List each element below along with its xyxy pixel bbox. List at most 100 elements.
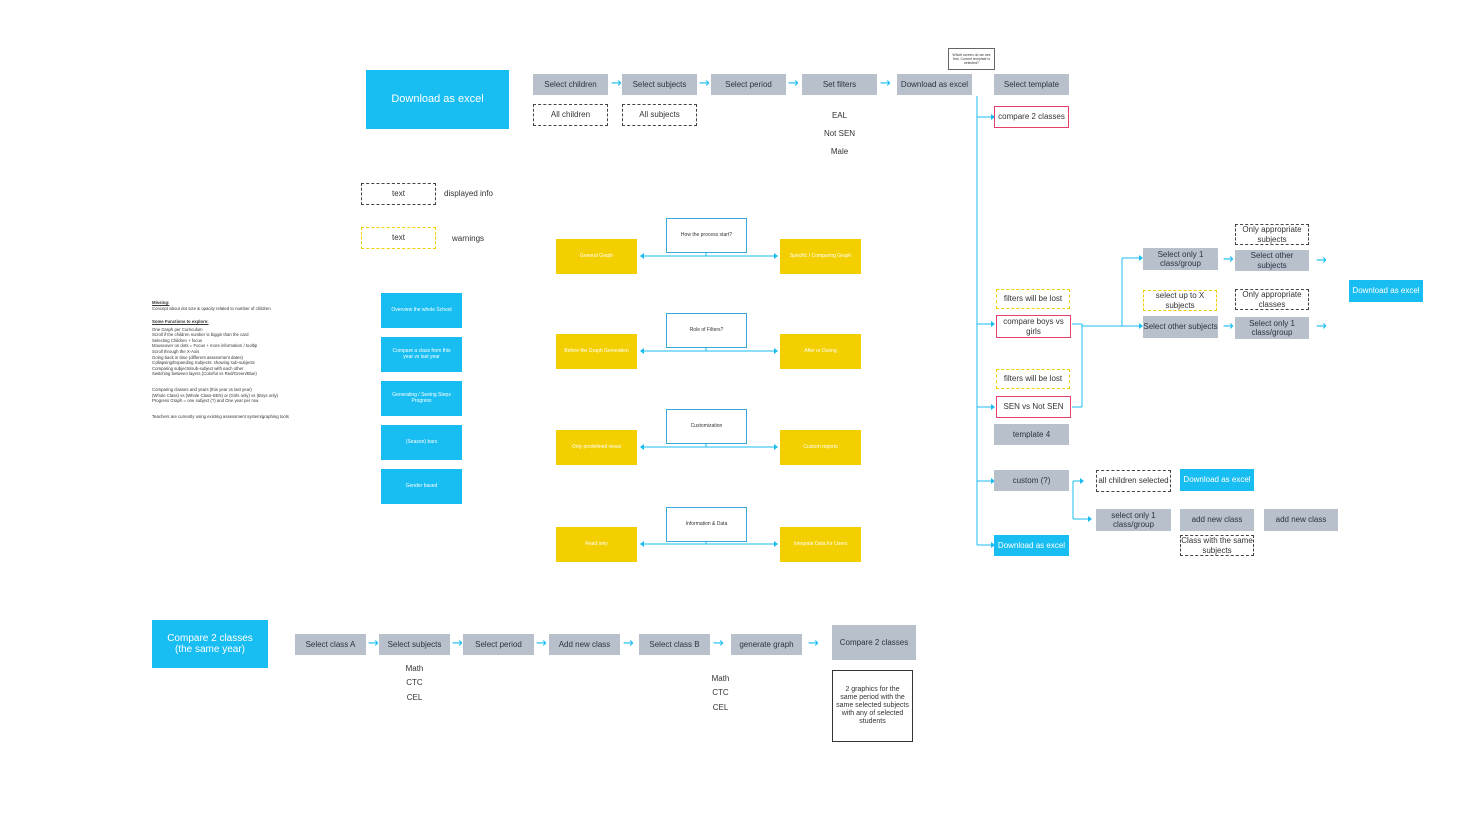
step-set-filters[interactable]: Set filters	[802, 74, 877, 95]
notes-line: Scroll if the children number is biggin …	[152, 332, 249, 338]
select-up-to-x-subjects: select up to X subjects	[1143, 290, 1217, 311]
arrow-right-icon: →	[1316, 253, 1327, 268]
option-compare-2-classes[interactable]: compare 2 classes	[994, 106, 1069, 128]
spectrum-left: Before the Graph Generation	[556, 334, 637, 369]
notes-line: Scroll through the X-Axis	[152, 349, 200, 355]
spectrum-question: How the process start?	[666, 218, 747, 253]
option-boys-vs-girls[interactable]: compare boys vs girls	[996, 315, 1071, 338]
notes-panel: Missing: Concept about dot size & opacit…	[152, 300, 372, 419]
step-select-children[interactable]: Select children	[533, 74, 608, 95]
notes-line: Teachers are currently using existing as…	[152, 413, 289, 419]
spectrum-left: General Graph	[556, 239, 637, 274]
select-only-1-class[interactable]: Select only 1 class/group	[1235, 317, 1309, 339]
select-template[interactable]: Select template	[994, 74, 1069, 95]
school-card[interactable]: (Season) bars	[381, 425, 462, 460]
compare-result: 2 graphics for the same period with the …	[832, 670, 913, 742]
step-select-subjects[interactable]: Select subjects	[379, 634, 450, 655]
subject-ctc: CTC	[406, 678, 423, 687]
notes-line: Collapsing/Expanding Subjects: showing s…	[152, 360, 255, 366]
legend-dashed-sample: text	[361, 183, 436, 205]
step-select-period[interactable]: Select period	[711, 74, 786, 95]
school-card[interactable]: Compare a class from this year vs last y…	[381, 337, 462, 372]
select-other-subjects[interactable]: Select other subjects	[1235, 250, 1309, 271]
school-card[interactable]: Generating / Seeing Steps Progress	[381, 381, 462, 416]
arrow-right-icon: →	[880, 76, 891, 91]
notes-line: Comparing classes and years (this year v…	[152, 386, 252, 392]
step-select-subjects[interactable]: Select subjects	[622, 74, 697, 95]
notes-line: Progress Graph = one subject (?) and One…	[152, 398, 259, 404]
arrow-right-icon: →	[808, 636, 819, 651]
spectrum-left: Read only	[556, 527, 637, 562]
notes-line: Mouseover on dots = Focus + more informa…	[152, 343, 258, 349]
arrow-right-icon: →	[1316, 319, 1327, 334]
option-custom[interactable]: custom (?)	[994, 470, 1069, 491]
subject-ctc: CTC	[712, 688, 729, 697]
subject-cel: CEL	[712, 703, 729, 712]
warning-filters-lost: filters will be lost	[996, 369, 1070, 389]
arrow-right-icon: →	[699, 76, 710, 91]
legend-displayed-info: displayed info	[444, 189, 493, 198]
arrow-right-icon: →	[1223, 252, 1234, 267]
subject-math: Math	[711, 674, 730, 683]
notes-line: Comparing subjects/sub-subject with each…	[152, 365, 244, 371]
notes-line: Switching between layers (Colorful vs Re…	[152, 371, 257, 377]
download-excel-button[interactable]: Download as excel	[1180, 469, 1254, 491]
spectrum-question: Customization	[666, 409, 747, 444]
notes-line: Selecting Children + focus	[152, 337, 203, 343]
arrow-right-icon: →	[623, 636, 634, 651]
notes-line: One Graph per Curriculum	[152, 326, 203, 332]
spectrum-right: Custom reports	[780, 430, 861, 465]
step-download-excel[interactable]: Download as excel	[897, 74, 972, 95]
compare-title: Compare 2 classes (the same year)	[152, 620, 268, 668]
school-card[interactable]: Gender based	[381, 469, 462, 504]
step-select-period[interactable]: Select period	[463, 634, 534, 655]
filter-male: Male	[830, 147, 849, 156]
notes-missing-heading: Missing:	[152, 300, 170, 305]
select-only-1-class[interactable]: Select only 1 class/group	[1143, 248, 1218, 270]
select-only-1-class[interactable]: select only 1 class/group	[1096, 509, 1171, 531]
download-excel-button[interactable]: Download as excel	[1349, 280, 1423, 302]
add-new-class-button[interactable]: add new class	[1264, 509, 1338, 531]
option-download-excel[interactable]: Download as excel	[994, 535, 1069, 556]
step-generate-graph[interactable]: generate graph	[731, 634, 802, 655]
step-select-class-b[interactable]: Select class B	[639, 634, 710, 655]
school-card[interactable]: Overview the whole School	[381, 293, 462, 328]
arrow-right-icon: →	[452, 636, 463, 651]
spectrum-right: Specific / Comparing Graph	[780, 239, 861, 274]
step-add-new-class[interactable]: Add new class	[549, 634, 620, 655]
step-compare-2-classes[interactable]: Compare 2 classes	[832, 625, 916, 660]
notes-functions-heading: Some Functions to explore:	[152, 319, 209, 325]
notes-line: (Whole Class) vs (Whole Class-SEN) or (G…	[152, 392, 279, 398]
notes-line: Going back in time (different assessment…	[152, 354, 243, 360]
only-appropriate-classes: Only appropriate classes	[1235, 289, 1309, 310]
spectrum-question: Information & Data	[666, 507, 747, 542]
subject-math: Math	[405, 664, 424, 673]
question-note: Which screen do we see first. Current te…	[948, 48, 995, 70]
filter-eal: EAL	[831, 111, 848, 120]
default-all-subjects: All subjects	[622, 104, 697, 126]
notes-line: Concept about dot size & opacity related…	[152, 305, 271, 311]
spectrum-right: Integrate Data for Users	[780, 527, 861, 562]
spectrum-left: Only predefined views	[556, 430, 637, 465]
default-all-children: All children	[533, 104, 608, 126]
arrow-right-icon: →	[368, 636, 379, 651]
subject-cel: CEL	[406, 693, 423, 702]
option-sen-vs-not-sen[interactable]: SEN vs Not SEN	[996, 396, 1071, 418]
arrow-right-icon: →	[1223, 319, 1234, 334]
all-children-selected: all children selected	[1096, 470, 1171, 492]
step-select-class-a[interactable]: Select class A	[295, 634, 366, 655]
arrow-right-icon: →	[788, 76, 799, 91]
filter-not-sen: Not SEN	[823, 129, 856, 138]
class-same-subjects: Class with the same subjects	[1180, 535, 1254, 556]
only-appropriate-subjects: Only appropriate subjects	[1235, 224, 1309, 245]
arrow-right-icon: →	[536, 636, 547, 651]
option-template-4[interactable]: template 4	[994, 424, 1069, 445]
add-new-class-button[interactable]: add new class	[1180, 509, 1254, 531]
arrow-right-icon: →	[713, 636, 724, 651]
select-other-subjects[interactable]: Select other subjects	[1143, 316, 1218, 338]
legend-warnings: warnings	[452, 234, 485, 243]
spectrum-question: Role of Filters?	[666, 313, 747, 348]
spectrum-right: After or During	[780, 334, 861, 369]
arrow-right-icon: →	[611, 76, 622, 91]
